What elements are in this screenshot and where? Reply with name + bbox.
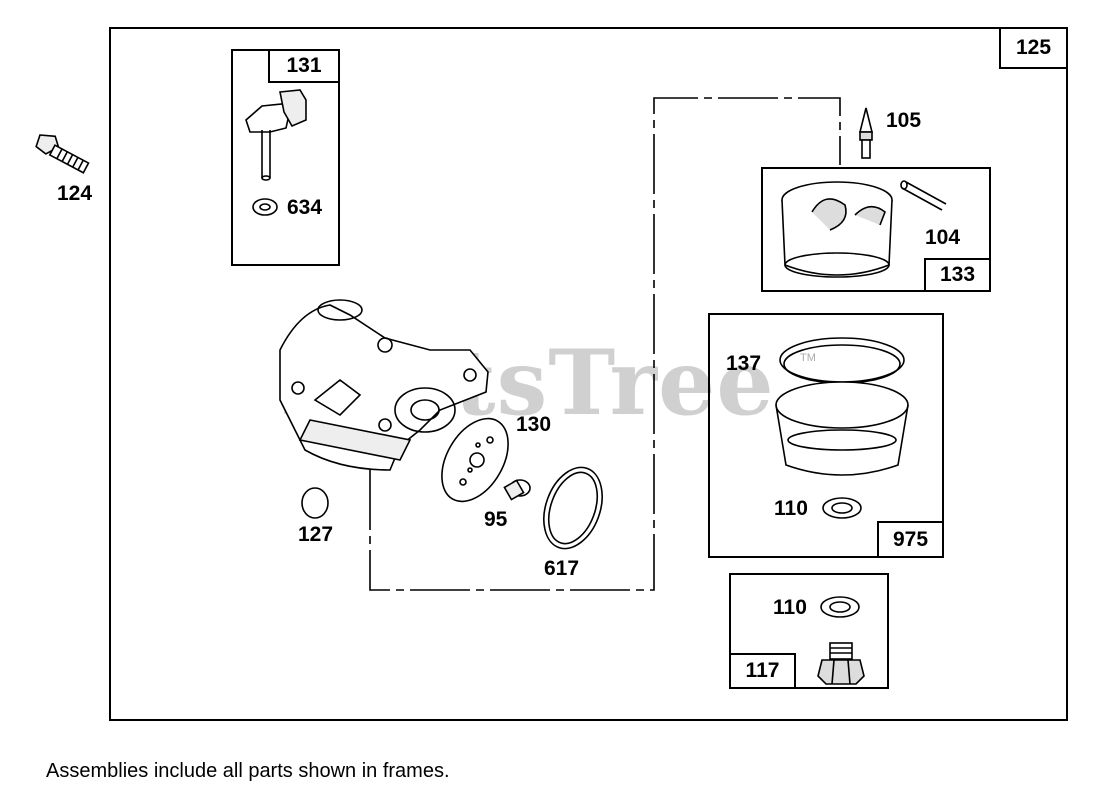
part-label-137[interactable]: 137 <box>726 352 762 375</box>
washer-110-icon <box>822 497 862 519</box>
needle-105-icon <box>858 107 874 159</box>
washer-634-icon <box>252 198 278 216</box>
carburetor-body-icon <box>279 299 489 471</box>
washer-110b-icon <box>820 596 860 618</box>
part-label-127[interactable]: 127 <box>298 523 334 546</box>
part-label-95[interactable]: 95 <box>484 508 508 531</box>
frame-117 <box>729 573 889 689</box>
part-label-634[interactable]: 634 <box>287 196 323 219</box>
part-label-130[interactable]: 130 <box>516 413 552 436</box>
frame-975 <box>708 313 944 558</box>
part-label-124[interactable]: 124 <box>57 182 93 205</box>
bolt-124-icon <box>35 134 90 174</box>
frame-label-117[interactable]: 117 <box>729 653 796 689</box>
part-label-105[interactable]: 105 <box>886 109 922 132</box>
part-label-104[interactable]: 104 <box>925 226 961 249</box>
welch-plug-127-icon <box>301 487 329 519</box>
frame-label-975[interactable]: 975 <box>877 521 944 558</box>
float-133-icon <box>781 181 893 278</box>
frame-label-131[interactable]: 131 <box>268 49 340 83</box>
frame-label-125[interactable]: 125 <box>999 27 1068 69</box>
screw-95-icon <box>503 479 531 501</box>
part-label-617[interactable]: 617 <box>544 557 580 580</box>
part-label-110-bowl[interactable]: 110 <box>774 497 808 520</box>
bowl-nut-117-icon <box>817 642 865 685</box>
pin-104-icon <box>900 180 947 211</box>
frame-133 <box>761 167 991 292</box>
frame-label-133[interactable]: 133 <box>924 258 991 292</box>
diaphragm-plate-130-icon <box>441 417 509 503</box>
float-bowl-975-icon <box>775 337 909 476</box>
footer-note: Assemblies include all parts shown in fr… <box>46 760 450 782</box>
connector-line <box>369 97 841 591</box>
watermark-tm: TM <box>800 352 816 364</box>
float-lever-131-icon <box>245 89 307 181</box>
part-label-110-nut[interactable]: 110 <box>773 596 807 619</box>
main-assembly-frame <box>109 27 1068 721</box>
o-ring-617-icon <box>543 466 603 550</box>
